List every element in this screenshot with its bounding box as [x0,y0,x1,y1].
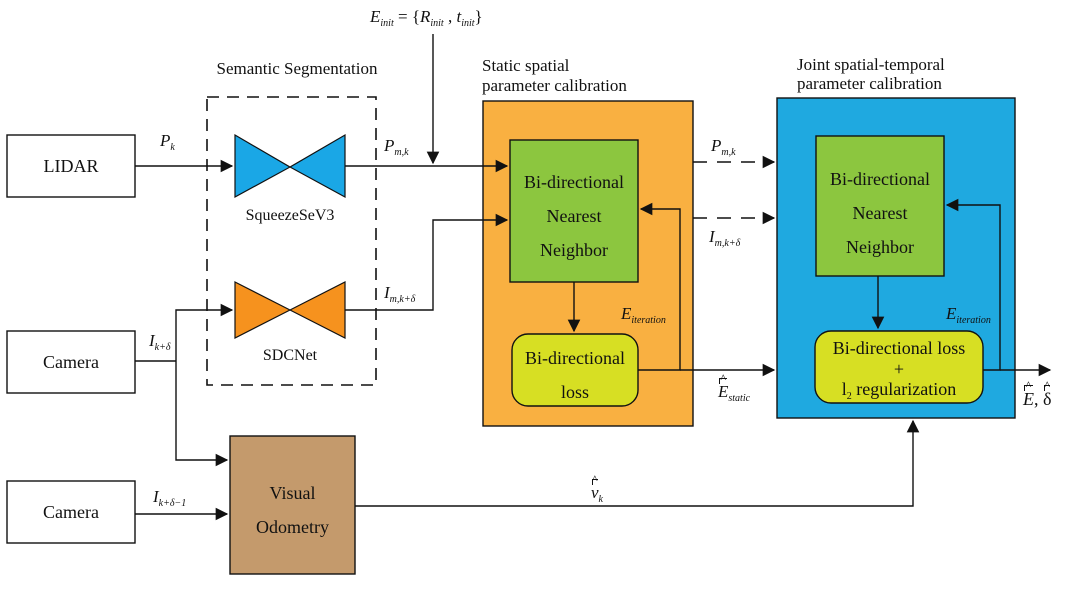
p-mk-sub: m,k [394,147,409,158]
e-init-comma: , [443,7,457,26]
e-static-label: ^Estatic [718,372,751,404]
output-e-hat: ^E [1023,379,1034,409]
static-nn-line1: Bi-directional [524,172,624,192]
static-nn-line3: Neighbor [540,240,608,261]
sdcnet-label: SDCNet [262,347,318,364]
segmentation-dashed-box [206,96,377,386]
e-iter-joint-symbol: E [946,304,957,323]
p-k-sub: k [170,142,175,153]
hat-symbol: ^ [720,371,727,385]
static-loss-line2: loss [560,382,589,403]
output-e-symbol: E [1023,389,1034,409]
e-static-hat: ^E [718,372,729,401]
connectors [135,34,1052,521]
regularization-word: regularization [851,379,957,400]
t-init-symbol: t [456,7,462,26]
i-mkd-label: Im,k+δ [384,284,415,305]
e-iteration-static-label: Eiteration [621,305,666,326]
i-kd-sub: k+δ [154,342,171,353]
static-calibration-title-line2: parameter calibration [482,76,627,95]
output-delta-symbol: δ [1043,389,1052,409]
p-k-symbol: P [160,131,171,150]
e-init-close: } [474,7,483,26]
v-k-label: ^vk [591,473,603,505]
lidar-box [6,134,136,198]
output-label: ^E, ^δ [1023,379,1052,409]
joint-nn-line3: Neighbor [846,237,914,258]
sdcnet-shape [234,281,346,339]
camera-box-1 [6,330,136,394]
joint-calibration-title-line2: parameter calibration [797,74,942,93]
v-k-sub: k [598,494,603,505]
p-mk-symbol: P [384,136,395,155]
squeezeseg-label: SqueezeSeV3 [245,207,335,224]
output-sep: , [1034,389,1043,409]
e-init-symbol: E [370,7,381,26]
joint-loss-text: Bi-directional loss + l2 regularization [815,338,983,403]
e-iter-static-sub: iteration [631,315,666,326]
static-nn-block [509,139,639,283]
i-kd1-label: Ik+δ−1 [153,488,186,509]
joint-loss-line3: l2 regularization [815,379,983,403]
static-loss-text: Bi-directional loss [512,341,638,409]
e-iteration-joint-label: Eiteration [946,305,991,326]
l2-sub: 2 [846,391,852,403]
joint-nn-block [815,135,945,277]
i-mkd-sub: m,k+δ [389,294,416,305]
p-mk-right-sub: m,k [721,147,736,158]
joint-loss-line1: Bi-directional loss [832,338,966,358]
squeezeseg-shape [234,133,346,199]
i-kd1-symbol: I [153,487,159,506]
joint-nn-line1: Bi-directional [830,169,930,189]
joint-nn-line2: Nearest [852,203,908,224]
r-init-sub: init [430,18,444,29]
joint-loss-line2: + [893,358,905,379]
static-nn-line2: Nearest [546,206,602,227]
semantic-segmentation-title: Semantic Segmentation [216,59,378,78]
lidar-label: LIDAR [43,156,99,176]
p-mk-label: Pm,k [384,137,409,158]
e-init-sub: init [380,18,394,29]
hat-symbol: ^ [591,472,598,486]
i-kd-symbol: I [149,331,155,350]
v-k-symbol: v [591,483,599,502]
i-kd-label: Ik+δ [149,332,171,353]
camera-box-2 [6,480,136,544]
joint-loss-block [814,330,984,404]
p-mk-right-label: Pm,k [711,137,736,158]
t-init-sub: init [461,18,475,29]
static-calibration-title-line1: Static spatial [482,56,570,75]
visual-odometry-block [229,435,356,575]
camera-label-1: Camera [43,352,99,372]
i-mkd-right-label: Im,k+δ [709,228,740,249]
l2-l: l [841,379,847,400]
hat-symbol: ^ [1025,378,1032,392]
r-init-symbol: R [419,7,431,26]
i-kd1-sub: k+δ−1 [158,498,187,509]
static-nn-text: Bi-directional Nearest Neighbor [510,165,638,268]
visual-odometry-line1: Visual [269,483,316,503]
i-mkd-right-sub: m,k+δ [714,238,741,249]
e-iter-static-symbol: E [621,304,632,323]
joint-calibration-title-line1: Joint spatial-temporal [797,55,945,74]
visual-odometry-text: Visual Odometry [230,476,355,544]
hat-symbol: ^ [1044,378,1051,392]
camera-label-2: Camera [43,502,99,522]
i-mkd-right-symbol: I [709,227,715,246]
e-init-eq: = { [393,7,420,26]
output-delta-hat: ^δ [1043,379,1052,409]
e-init-formula: Einit = {Rinit , tinit} [370,8,483,29]
joint-nn-text: Bi-directional Nearest Neighbor [816,162,944,265]
e-iter-joint-sub: iteration [956,315,991,326]
p-mk-right-symbol: P [711,136,722,155]
v-k-hat: ^v [591,473,599,502]
i-mkd-symbol: I [384,283,390,302]
e-static-sub: static [728,393,751,404]
e-static-symbol: E [718,382,729,401]
visual-odometry-line2: Odometry [256,517,329,538]
p-k-label: Pk [160,132,175,153]
static-loss-line1: Bi-directional [525,348,625,368]
